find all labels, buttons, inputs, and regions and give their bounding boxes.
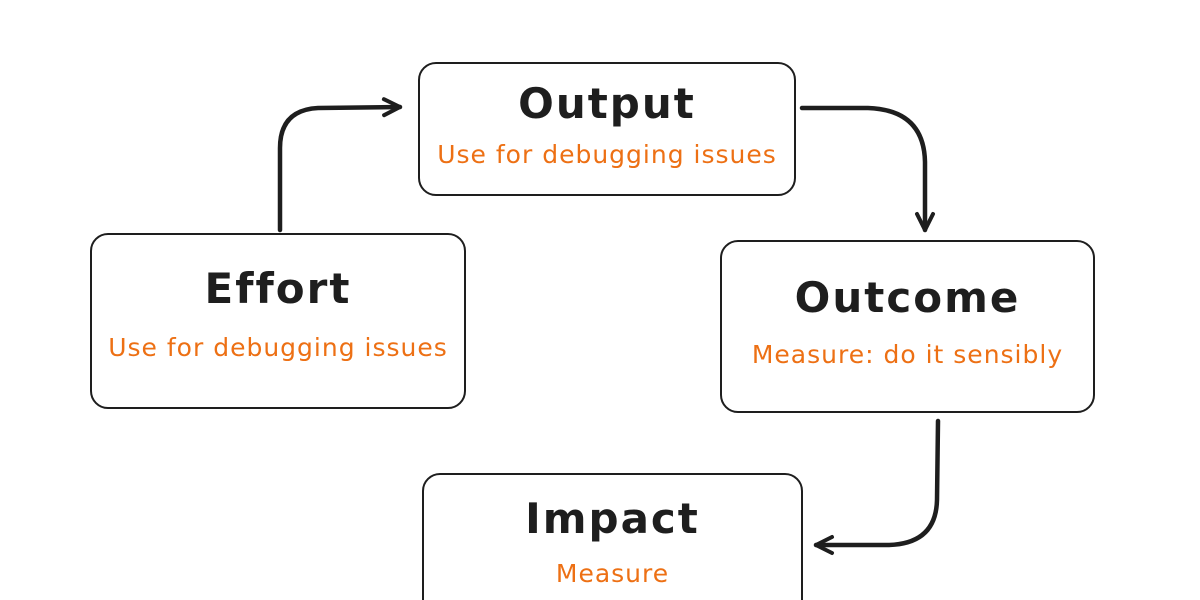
node-impact-title: Impact — [525, 494, 700, 543]
node-outcome-subtitle: Measure: do it sensibly — [751, 340, 1064, 370]
node-outcome-title: Outcome — [794, 273, 1021, 322]
node-output: Output Use for debugging issues — [418, 62, 796, 196]
arrow-outcome-to-impact — [813, 418, 941, 555]
node-outcome: Outcome Measure: do it sensibly — [720, 240, 1095, 413]
node-effort-title: Effort — [204, 264, 352, 313]
node-impact: Impact Measure — [422, 473, 803, 600]
arrow-output-to-outcome — [799, 105, 935, 233]
node-output-subtitle: Use for debugging issues — [437, 140, 777, 170]
arrow-effort-to-output — [277, 97, 403, 233]
node-effort: Effort Use for debugging issues — [90, 233, 466, 409]
node-effort-subtitle: Use for debugging issues — [108, 333, 448, 363]
node-impact-subtitle: Measure — [555, 559, 670, 589]
node-output-title: Output — [518, 79, 696, 128]
